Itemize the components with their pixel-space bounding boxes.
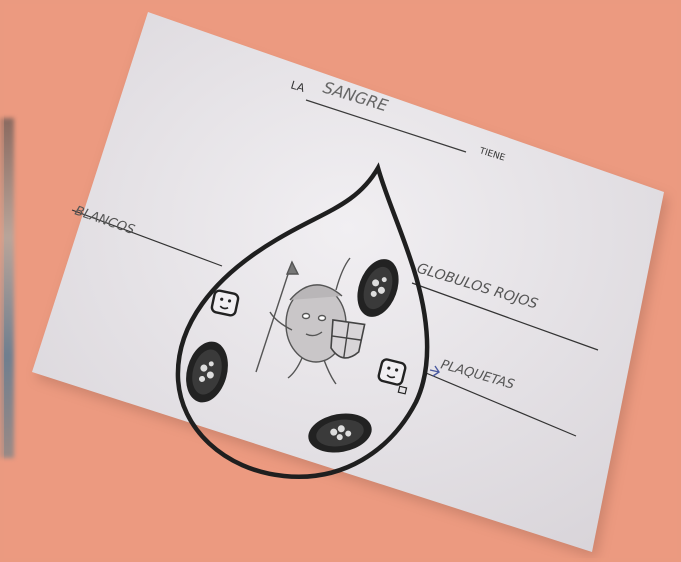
eye-left [303,314,310,319]
platelet-left [211,290,239,317]
eye-right [319,316,326,321]
